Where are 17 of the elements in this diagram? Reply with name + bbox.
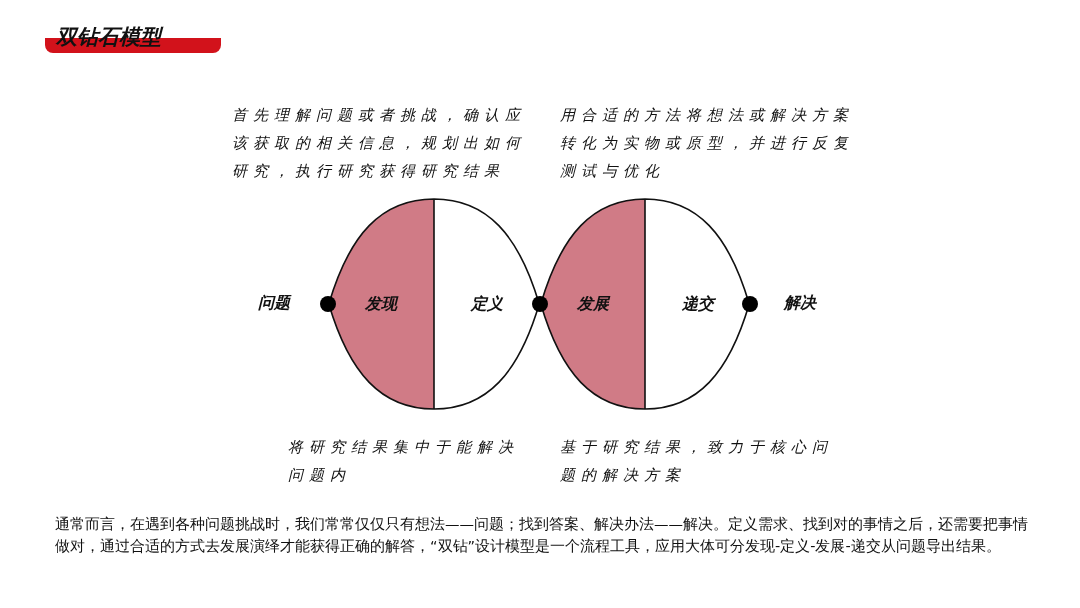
body-paragraph: 通常而言，在遇到各种问题挑战时，我们常常仅仅只有想法——问题；找到答案、解决办法——解决。定义需求、找到对的事情之后，还需要把事情做对，通过合适的方式去发展演绎才能获得正确的解答，“双钻”设计模型是一个流程工具，应用大体可分发现-定义-发展-递交从问题导出结果。 <box>55 515 1029 556</box>
phase-label: 定义 <box>471 293 503 315</box>
diamond-half <box>540 198 645 410</box>
phase-description: 将研究结果集中于能解决问题内 <box>288 437 520 486</box>
point-label: 问题 <box>258 293 290 314</box>
diamond-half <box>328 198 434 410</box>
point-dot <box>320 296 336 312</box>
diamond-half <box>434 198 540 410</box>
phase-description: 用合适的方法将想法或解决方案转化为实物或原型，并进行反复测试与优化 <box>560 105 855 182</box>
phase-description: 基于研究结果，致力于核心问题的解决方案 <box>560 437 834 486</box>
phase-label: 递交 <box>681 293 714 315</box>
phase-description: 首先理解问题或者挑战，确认应该获取的相关信息，规划出如何研究，执行研究获得研究结果 <box>232 105 527 182</box>
phase-label: 发展 <box>576 293 609 315</box>
phase-label: 发现 <box>365 293 397 315</box>
diamond-half <box>645 198 750 410</box>
point-dot <box>742 296 758 312</box>
point-label: 解决 <box>784 293 816 314</box>
